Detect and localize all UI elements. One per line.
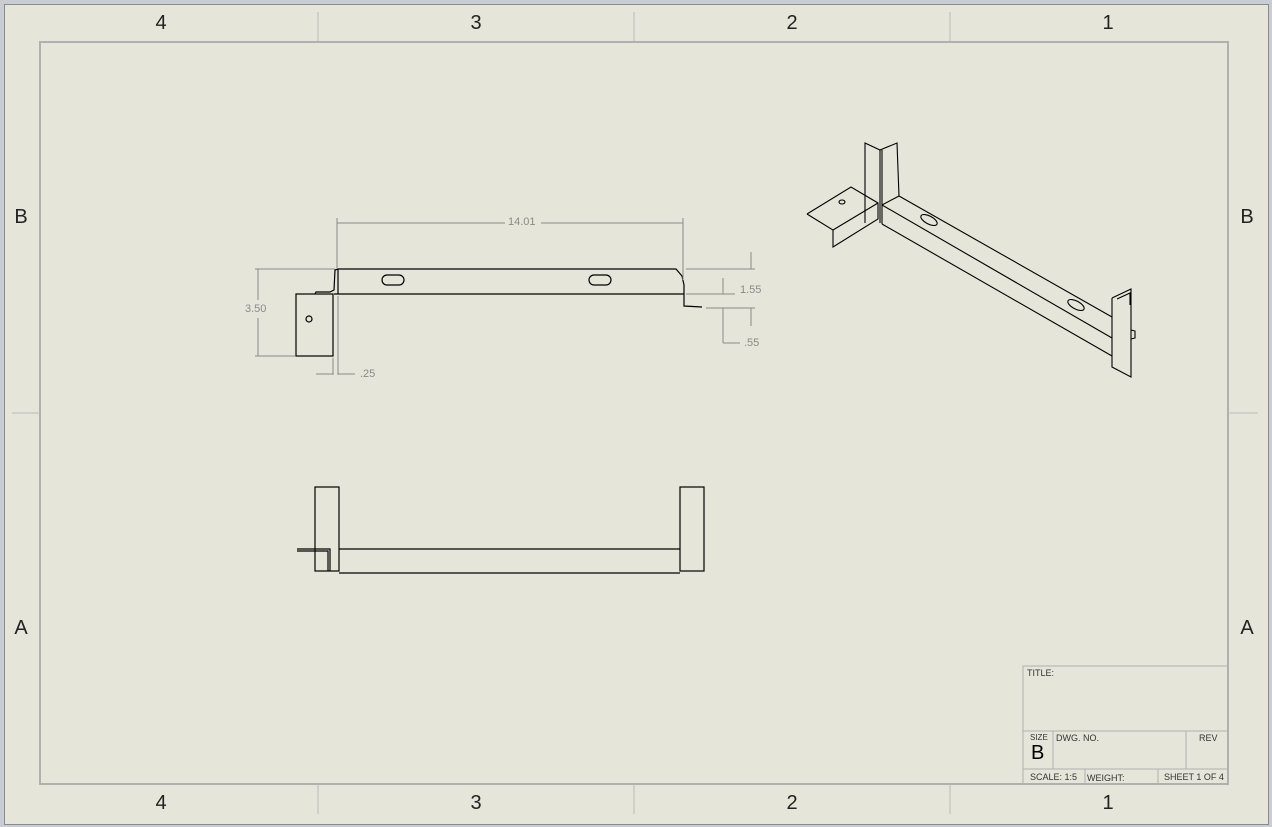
zone-column-3-top: 3 bbox=[470, 12, 482, 34]
front-view[interactable] bbox=[295, 268, 703, 357]
zone-row-b-left: B bbox=[14, 206, 28, 228]
zone-dividers bbox=[12, 12, 1258, 814]
dimension-thickness[interactable]: .25 bbox=[360, 368, 376, 380]
zone-row-a-right: A bbox=[1240, 617, 1254, 639]
dimension-length[interactable]: 14.01 bbox=[508, 216, 536, 228]
dwg-no-label: DWG. NO. bbox=[1056, 733, 1099, 743]
dimension-height[interactable]: 3.50 bbox=[245, 303, 267, 315]
drawing-sheet bbox=[4, 4, 1269, 825]
zone-column-3-bottom: 3 bbox=[470, 792, 482, 814]
size-value: B bbox=[1031, 742, 1045, 764]
zone-column-2-top: 2 bbox=[786, 12, 798, 34]
zone-column-2-bottom: 2 bbox=[786, 792, 798, 814]
isometric-view[interactable] bbox=[806, 142, 1136, 378]
sheet-label: SHEET 1 OF 4 bbox=[1164, 772, 1224, 782]
dimension-lines bbox=[255, 218, 755, 375]
rev-label: REV bbox=[1199, 733, 1218, 743]
dimension-lower-offset[interactable]: .55 bbox=[744, 337, 760, 349]
size-label: SIZE bbox=[1030, 733, 1048, 742]
dimension-upper-offset[interactable]: 1.55 bbox=[740, 284, 762, 296]
weight-label: WEIGHT: bbox=[1087, 773, 1125, 783]
top-view[interactable] bbox=[297, 486, 705, 574]
zone-column-1-top: 1 bbox=[1102, 12, 1114, 34]
zone-row-b-right: B bbox=[1240, 206, 1254, 228]
title-label: TITLE: bbox=[1027, 668, 1055, 678]
zone-column-1-bottom: 1 bbox=[1102, 792, 1114, 814]
title-block bbox=[1022, 665, 1229, 785]
zone-column-4-top: 4 bbox=[155, 12, 167, 34]
scale-label: SCALE: 1:5 bbox=[1030, 772, 1078, 782]
zone-row-a-left: A bbox=[14, 617, 28, 639]
zone-column-4-bottom: 4 bbox=[155, 792, 167, 814]
